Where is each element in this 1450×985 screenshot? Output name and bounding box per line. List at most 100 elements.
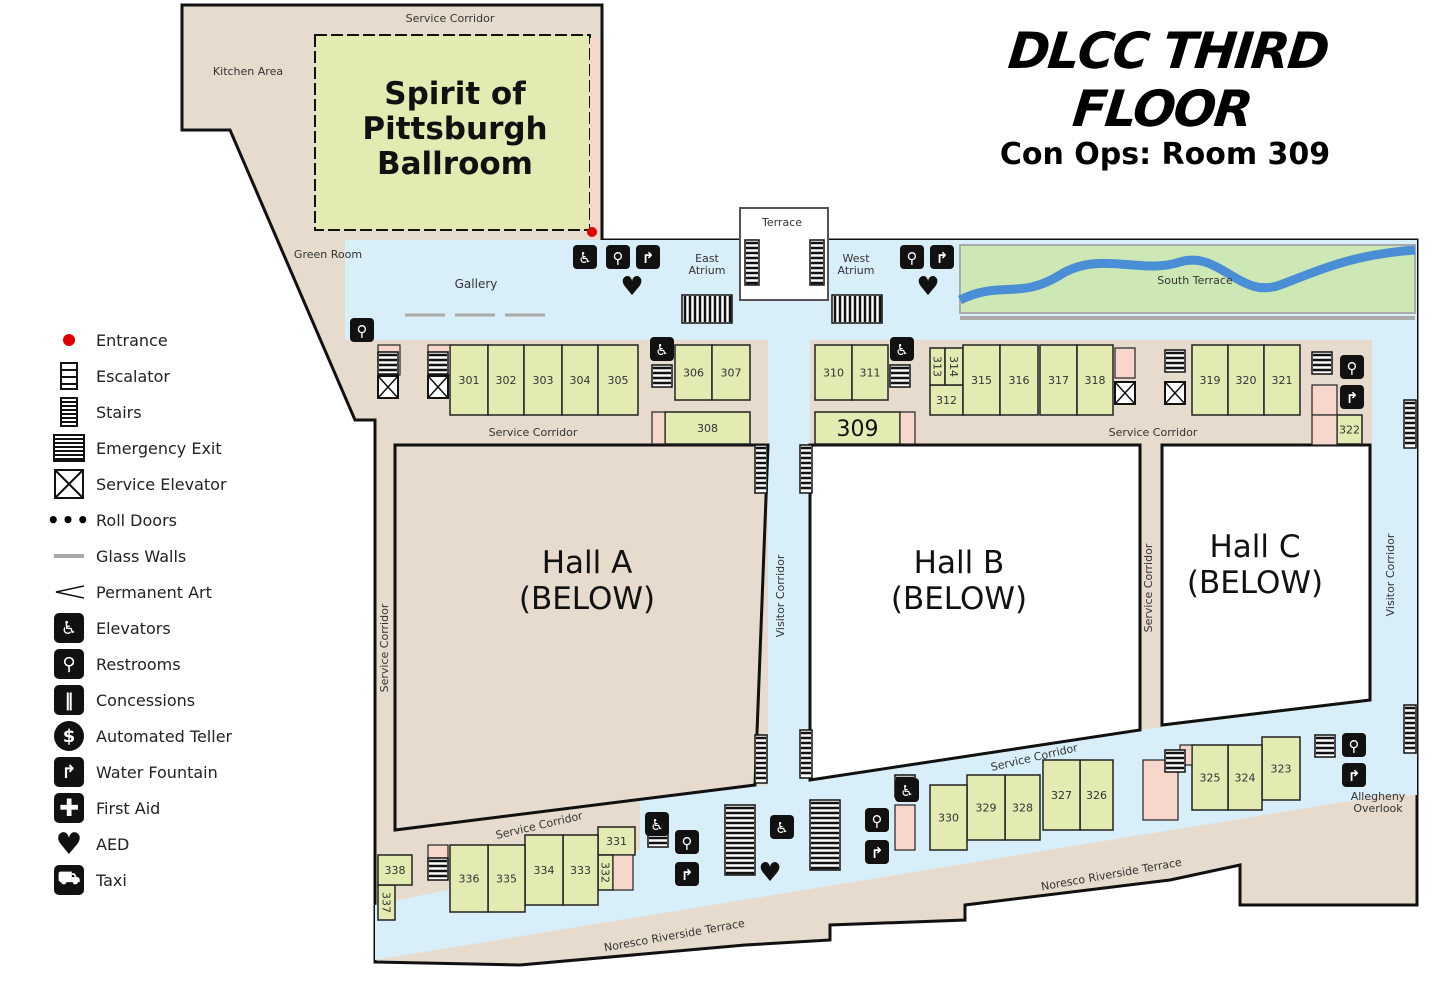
- room-318[interactable]: 318: [1076, 344, 1114, 416]
- room-311[interactable]: 311: [851, 344, 889, 401]
- restroom-icon[interactable]: ⚲: [350, 318, 374, 342]
- room-316[interactable]: 316: [999, 344, 1039, 416]
- legend-label: Permanent Art: [96, 582, 212, 602]
- hall-c[interactable]: [1160, 443, 1372, 727]
- room-label: 308: [697, 422, 718, 435]
- room-shape: [449, 344, 489, 416]
- room-325[interactable]: 325: [1191, 744, 1229, 811]
- room-shape: [674, 344, 713, 401]
- service-room: [899, 411, 916, 445]
- water-fountain-icon[interactable]: ↱: [675, 862, 699, 886]
- room-label: 321: [1272, 374, 1293, 387]
- room-323[interactable]: 323: [1261, 736, 1301, 801]
- legend-label: Entrance: [96, 330, 168, 350]
- room-label: 301: [459, 374, 480, 387]
- stairs-icon: [799, 444, 813, 494]
- stairs-icon: [1164, 349, 1186, 373]
- room-317[interactable]: 317: [1039, 344, 1078, 416]
- label-allegheny: Overlook: [1353, 802, 1403, 815]
- restroom-icon[interactable]: ⚲: [1340, 355, 1364, 379]
- water-fountain-icon[interactable]: ↱: [636, 245, 660, 269]
- room-313[interactable]: 313: [929, 347, 946, 386]
- room-330[interactable]: 330: [929, 784, 968, 851]
- room-338[interactable]: 338: [377, 854, 413, 886]
- room-329[interactable]: 329: [966, 774, 1006, 841]
- aed-icon[interactable]: ♥: [758, 858, 781, 888]
- water-fountain-icon[interactable]: ↱: [1340, 385, 1364, 409]
- room-label: 311: [860, 367, 881, 380]
- label-gallery: Gallery: [455, 277, 498, 291]
- room-308[interactable]: 308: [664, 411, 751, 445]
- restroom-icon[interactable]: ⚲: [606, 245, 630, 269]
- restroom-icon[interactable]: ⚲: [865, 808, 889, 832]
- service-room: [1311, 384, 1338, 416]
- room-332[interactable]: 332: [597, 854, 614, 891]
- room-328[interactable]: 328: [1004, 774, 1041, 841]
- room-326[interactable]: 326: [1079, 759, 1114, 831]
- room-327[interactable]: 327: [1042, 759, 1081, 831]
- stairs-icon: [1164, 749, 1186, 773]
- label-service-corridor-mid: Service Corridor: [1142, 543, 1155, 632]
- room-321[interactable]: 321: [1263, 344, 1301, 416]
- restroom-icon[interactable]: ⚲: [675, 830, 699, 854]
- room-335[interactable]: 335: [487, 844, 526, 913]
- label-terrace: Terrace: [761, 216, 802, 229]
- room-label: 313: [931, 356, 944, 377]
- room-314[interactable]: 314: [944, 347, 964, 386]
- room-304[interactable]: 304: [561, 344, 599, 416]
- restroom-icon[interactable]: ⚲: [1342, 733, 1366, 757]
- room-336[interactable]: 336: [449, 844, 489, 913]
- concessions-icon: ‖: [52, 684, 86, 716]
- stairs-icon: [889, 364, 911, 388]
- label-south-terrace: South Terrace: [1157, 274, 1233, 287]
- room-301[interactable]: 301: [449, 344, 489, 416]
- restroom-icon[interactable]: ⚲: [900, 245, 924, 269]
- service-room: [1311, 414, 1338, 446]
- stairs-icon: [754, 444, 768, 494]
- aed-icon[interactable]: ♥: [916, 272, 939, 302]
- elevator-icon[interactable]: ♿: [895, 778, 919, 802]
- label-west-atrium: Atrium: [838, 264, 875, 277]
- legend-label: Stairs: [96, 402, 142, 422]
- elevator-icon[interactable]: ♿: [645, 812, 669, 836]
- hall-b[interactable]: [808, 443, 1142, 782]
- room-331[interactable]: 331: [597, 826, 636, 856]
- room-label: 316: [1009, 374, 1030, 387]
- water-fountain-icon[interactable]: ↱: [930, 245, 954, 269]
- room-324[interactable]: 324: [1227, 744, 1263, 811]
- room-303[interactable]: 303: [523, 344, 563, 416]
- room-310[interactable]: 310: [814, 344, 853, 401]
- room-319[interactable]: 319: [1191, 344, 1229, 416]
- elevator-icon[interactable]: ♿: [890, 337, 914, 361]
- room-322[interactable]: 322: [1336, 414, 1363, 445]
- room-307[interactable]: 307: [711, 344, 751, 401]
- legend-item: Stairs: [52, 394, 232, 430]
- elevator-icon[interactable]: ♿: [770, 815, 794, 839]
- room-label: 329: [976, 802, 997, 815]
- room-label: 338: [385, 864, 406, 877]
- elevator-icon[interactable]: ♿: [573, 245, 597, 269]
- svg-text:↱: ↱: [1346, 389, 1359, 407]
- room-315[interactable]: 315: [962, 344, 1001, 416]
- stairs-icon: [1403, 399, 1417, 449]
- water-fountain-icon[interactable]: ↱: [865, 840, 889, 864]
- hall-a[interactable]: [393, 443, 770, 832]
- aed-icon[interactable]: ♥: [620, 272, 643, 302]
- ballroom-label: Ballroom: [377, 146, 533, 182]
- room-320[interactable]: 320: [1227, 344, 1265, 416]
- room-333[interactable]: 333: [562, 834, 599, 906]
- room-label: 327: [1051, 789, 1072, 802]
- room-312[interactable]: 312: [929, 384, 964, 416]
- ballroom[interactable]: [314, 34, 591, 231]
- room-309[interactable]: 309: [814, 411, 901, 445]
- legend-label: Elevators: [96, 618, 171, 638]
- room-302[interactable]: 302: [487, 344, 525, 416]
- room-306[interactable]: 306: [674, 344, 713, 401]
- legend-label: AED: [96, 834, 130, 854]
- elevator-icon[interactable]: ♿: [650, 337, 674, 361]
- water-fountain-icon[interactable]: ↱: [1342, 763, 1366, 787]
- room-305[interactable]: 305: [597, 344, 639, 416]
- room-337[interactable]: 337: [377, 884, 396, 921]
- label-green-room: Green Room: [294, 248, 362, 261]
- room-334[interactable]: 334: [524, 834, 564, 906]
